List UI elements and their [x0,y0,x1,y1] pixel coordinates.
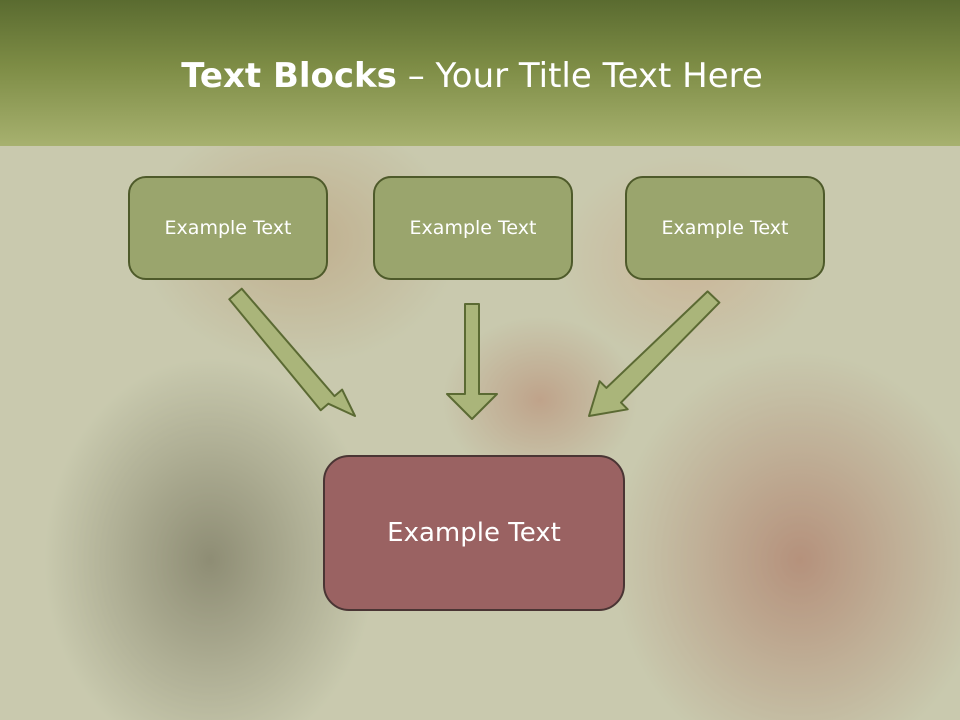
target-text-block-label: Example Text [387,518,561,548]
text-block-1[interactable]: Example Text [128,176,328,280]
title-bold: Text Blocks [181,56,397,96]
text-block-2[interactable]: Example Text [373,176,573,280]
text-block-3-label: Example Text [661,217,789,239]
text-block-1-label: Example Text [164,217,292,239]
title-separator: – [396,56,436,96]
target-text-block[interactable]: Example Text [323,455,625,611]
arrow-center [446,303,498,420]
text-block-3[interactable]: Example Text [625,176,825,280]
title-rest: Your Title Text Here [435,56,763,96]
arrow-left [228,287,356,417]
slide-title: Text Blocks – Your Title Text Here [0,54,944,98]
text-block-2-label: Example Text [409,217,537,239]
arrow-right [588,290,721,417]
title-bar [0,0,960,146]
